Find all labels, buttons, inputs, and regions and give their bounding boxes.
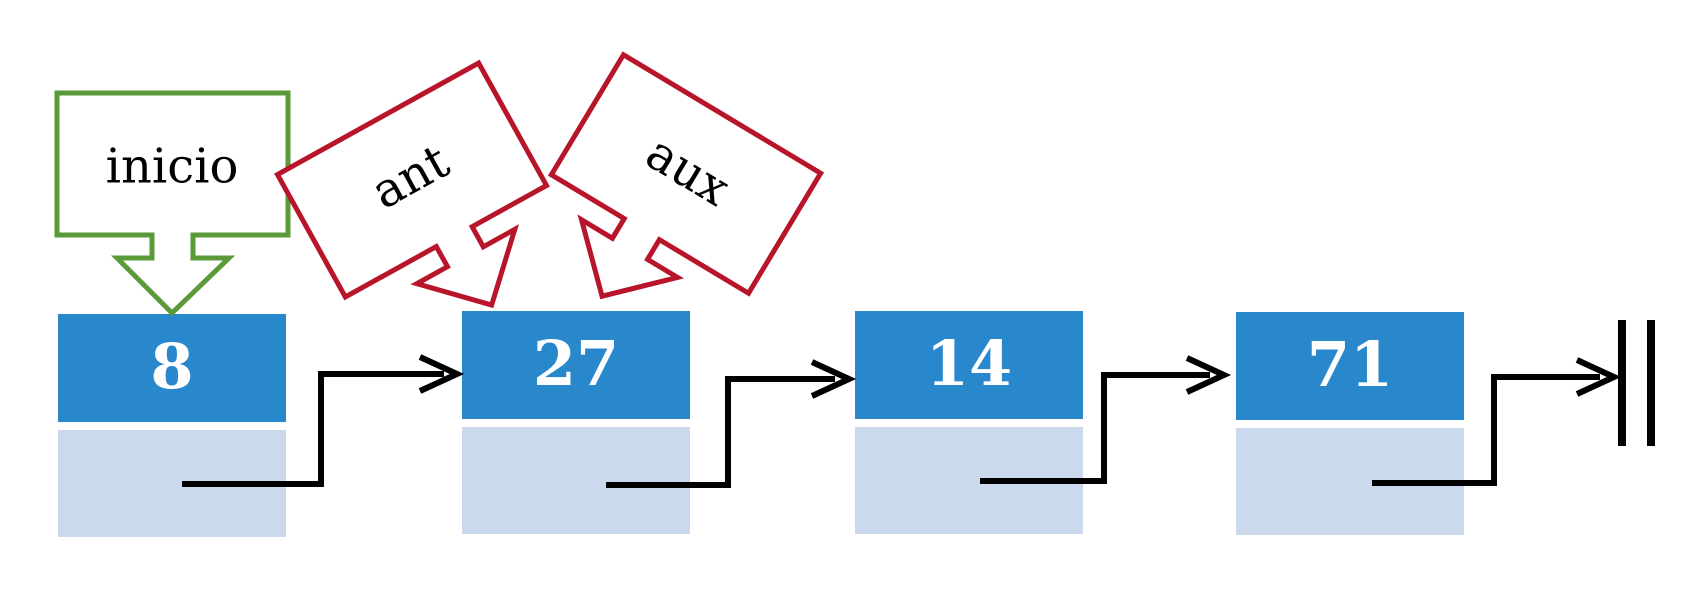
- ant-callout-shape: [274, 59, 550, 309]
- node-value: 71: [1307, 328, 1393, 401]
- next-arrow-4-to-null: [1372, 357, 1622, 486]
- node-value: 14: [926, 327, 1012, 400]
- list-node-2: 27: [462, 311, 690, 534]
- node-value: 8: [150, 330, 193, 403]
- pointer-aux: aux: [547, 51, 825, 300]
- aux-callout-shape: [547, 51, 825, 300]
- null-terminator-icon: [1618, 320, 1655, 446]
- pointer-ant: ant: [274, 59, 550, 309]
- inicio-label: inicio: [106, 139, 239, 195]
- next-arrow-2-to-3: [606, 359, 857, 488]
- list-node-4: 71: [1236, 312, 1464, 535]
- node-value-cell: [855, 311, 1083, 419]
- inicio-callout-shape: [54, 90, 291, 317]
- node-value-cell: [462, 311, 690, 419]
- next-arrow-3-to-4: [980, 355, 1232, 484]
- list-node-3: 14: [855, 311, 1083, 534]
- node-next-cell: [462, 427, 690, 534]
- arrow-head: [810, 359, 857, 399]
- arrow-head: [418, 354, 465, 394]
- arrow-head: [1575, 357, 1622, 397]
- pointer-inicio: inicio: [54, 90, 291, 317]
- arrow-line: [980, 372, 1210, 484]
- next-arrow-1-to-2: [182, 354, 465, 487]
- node-value-cell: [58, 314, 286, 422]
- arrow-line: [182, 371, 444, 487]
- list-node-1: 8: [58, 314, 286, 537]
- arrow-head: [1185, 355, 1232, 395]
- node-value: 27: [533, 327, 619, 400]
- node-value-cell: [1236, 312, 1464, 420]
- arrow-line: [1372, 374, 1600, 486]
- arrow-line: [606, 376, 835, 488]
